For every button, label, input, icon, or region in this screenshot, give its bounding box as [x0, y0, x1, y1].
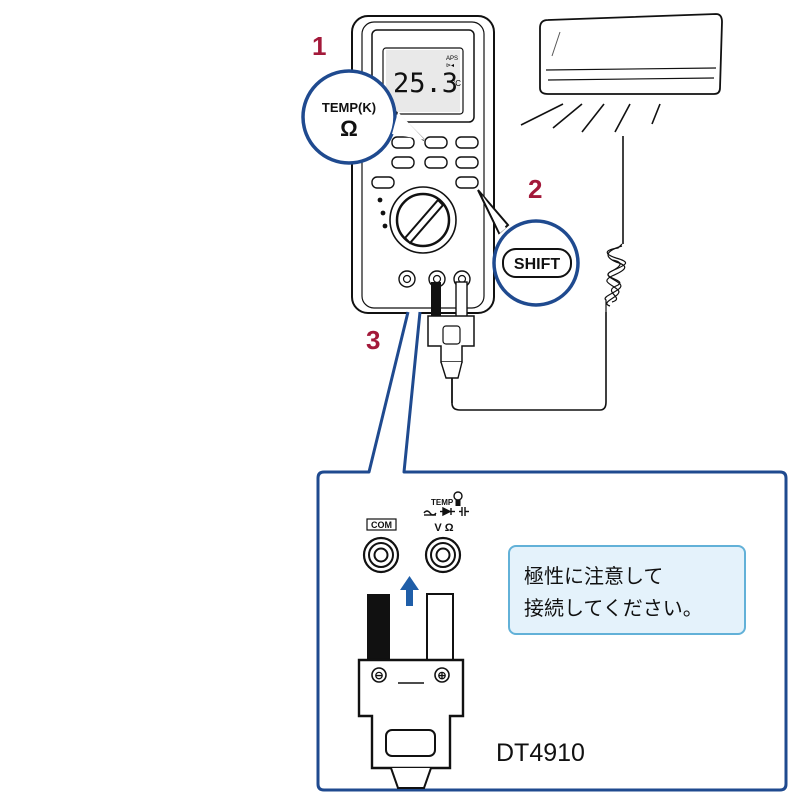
temp-label: TEMP: [431, 498, 454, 507]
function-button[interactable]: [391, 156, 415, 169]
shift-key: [502, 248, 572, 278]
insert-arrow-icon: [400, 576, 419, 606]
probe-plug-detail: ⊖ ⊕: [357, 593, 465, 789]
polarity-note: 極性に注意して 接続してください。: [508, 545, 746, 635]
temp-k-label: TEMP(K): [322, 100, 376, 115]
probe-cable-coil: [604, 136, 627, 312]
com-label: COM: [371, 520, 392, 530]
minus-mark: ⊖: [374, 670, 383, 682]
negative-pin: [367, 594, 390, 664]
lcd-reading: 25.3: [393, 68, 458, 99]
plus-mark: ⊕: [437, 670, 446, 682]
thermometer-icon: [453, 491, 463, 506]
lcd-indicator-battery: ⊳◂: [446, 63, 454, 69]
lcd-unit: °C: [452, 79, 461, 88]
step-number-2: 2: [528, 174, 542, 204]
callout-shift: SHIFT: [477, 189, 580, 307]
function-button[interactable]: [455, 136, 479, 149]
shift-label: SHIFT: [514, 256, 560, 273]
airflow-lines: [520, 103, 661, 133]
terminal-unused: [398, 270, 416, 288]
function-button[interactable]: [424, 136, 448, 149]
function-button[interactable]: [455, 156, 479, 169]
temperature-probe-plug: [427, 281, 607, 411]
multimeter: 25.3 °C APS ⊳◂: [351, 15, 495, 314]
step-number-1: 1: [312, 31, 326, 61]
step-number-3: 3: [366, 325, 380, 355]
note-line-2: 接続してください。: [524, 596, 703, 620]
function-button[interactable]: [424, 156, 448, 169]
function-button[interactable]: [391, 136, 415, 149]
model-name: DT4910: [496, 739, 585, 767]
shift-button[interactable]: [455, 176, 479, 189]
callout-temp-ohm: TEMP(K) Ω: [301, 69, 425, 165]
function-button[interactable]: [371, 176, 395, 189]
v-ohm-jack[interactable]: [424, 536, 462, 574]
ohm-symbol: Ω: [340, 116, 358, 141]
note-line-1: 極性に注意して: [524, 564, 664, 588]
function-symbols-icon: [423, 506, 469, 517]
lcd-indicator-aps: APS: [446, 56, 458, 62]
com-jack[interactable]: [362, 536, 400, 574]
positive-pin: [426, 593, 454, 665]
v-ohm-label: V Ω: [434, 522, 453, 534]
dial-knob: [403, 198, 445, 245]
function-buttons: [371, 136, 479, 189]
air-conditioner: [520, 13, 723, 133]
com-label-box: [366, 518, 397, 531]
